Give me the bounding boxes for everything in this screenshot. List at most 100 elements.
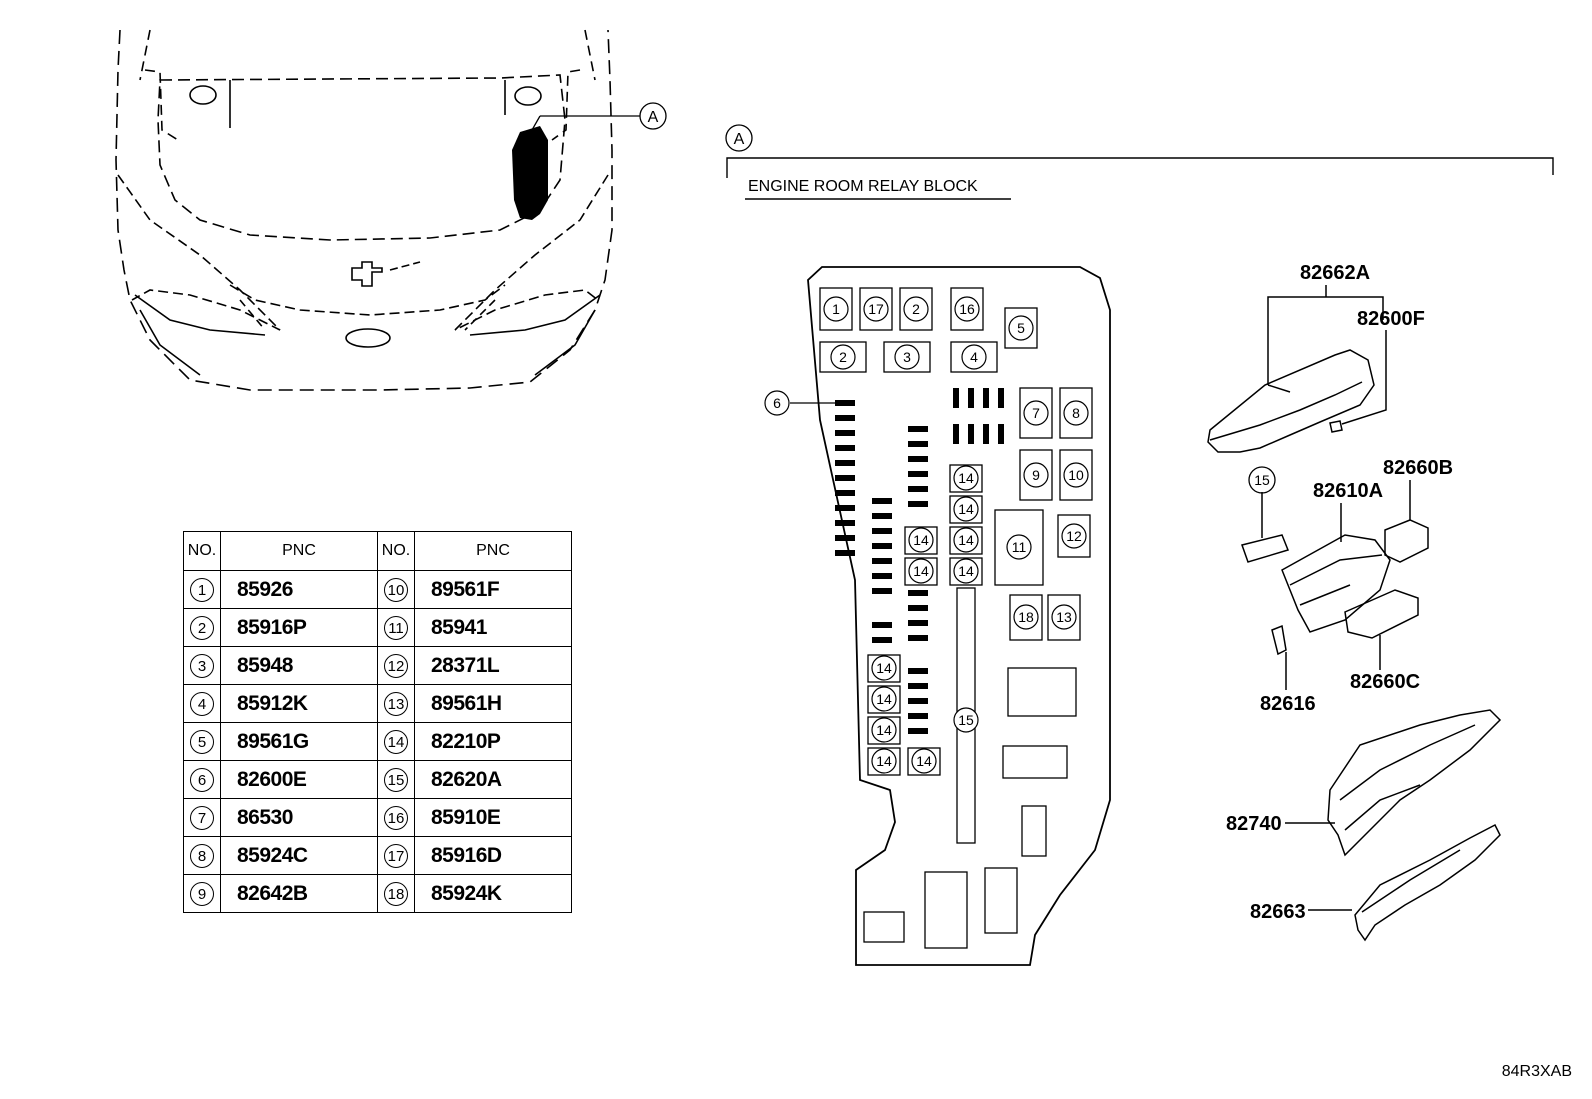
slot-circle (871, 748, 897, 774)
slot-circle (894, 344, 920, 370)
slot-circle (1023, 462, 1049, 488)
slot-label: 16 (959, 301, 975, 317)
row-number-cell: 5 (183, 722, 221, 761)
row-number: 3 (190, 653, 214, 678)
header-no-2: NO. (377, 531, 415, 571)
row-pnc-cell: 85924C (220, 836, 378, 875)
slot-circle (961, 344, 987, 370)
row-number-cell: 4 (183, 684, 221, 723)
slot-circle (1061, 523, 1087, 549)
small-fuse-part (1271, 624, 1287, 656)
block-title: ENGINE ROOM RELAY BLOCK (748, 178, 978, 195)
row-number-cell: 9 (183, 874, 221, 913)
part-82660B-label: 82660B (1383, 457, 1453, 479)
header-no-1: NO. (183, 531, 221, 571)
row-number: 5 (190, 729, 214, 754)
row-pnc-cell: 82210P (414, 722, 572, 761)
slot-circle (871, 655, 897, 681)
slot-circle (953, 558, 979, 584)
part-82616-label: 82616 (1260, 693, 1316, 715)
slot-label: 12 (1066, 528, 1082, 544)
row-pnc-cell: 85948 (220, 646, 378, 685)
row-number: 17 (384, 843, 408, 868)
row-number-cell: 7 (183, 798, 221, 837)
clip-part (1329, 420, 1343, 433)
connector-c-part (1344, 589, 1419, 639)
slot-circle (863, 296, 889, 322)
header-pnc-2: PNC (414, 531, 572, 571)
header-pnc-1: PNC (220, 531, 378, 571)
part-82662A-label: 82662A (1300, 262, 1370, 284)
row-pnc-cell: 82620A (414, 760, 572, 799)
row-number-cell: 3 (183, 646, 221, 685)
callout-a-circle (639, 102, 667, 130)
slot-circle (871, 686, 897, 712)
row-pnc-cell: 85910E (414, 798, 572, 837)
slot-label: 14 (876, 753, 892, 769)
slot-label: 4 (970, 349, 978, 365)
slot-label: 11 (1012, 539, 1027, 555)
slot-label: 14 (913, 532, 929, 548)
slot-label: 14 (958, 563, 974, 579)
part-15-label: 15 (1254, 472, 1270, 488)
slot-label: 1 (832, 301, 840, 317)
strip-part (1241, 534, 1290, 563)
row-number-cell: 18 (377, 874, 415, 913)
row-pnc-cell: 85926 (220, 570, 378, 609)
slot-circle (1023, 400, 1049, 426)
slot-label: 14 (876, 691, 892, 707)
row-number: 16 (384, 805, 408, 830)
row-number-cell: 1 (183, 570, 221, 609)
slot-label: 5 (1017, 320, 1025, 336)
slot-circle (911, 748, 937, 774)
slot-label: 14 (913, 563, 929, 579)
row-number: 1 (190, 577, 214, 602)
slot-label: 10 (1068, 467, 1084, 483)
slot-circle (764, 390, 790, 416)
slot-label: 9 (1032, 467, 1040, 483)
slot-label: 14 (876, 660, 892, 676)
pnc-table-header: NO. PNC NO. PNC (183, 531, 572, 571)
row-number: 13 (384, 691, 408, 716)
slot-circle (1063, 400, 1089, 426)
row-number: 6 (190, 767, 214, 792)
row-pnc-cell: 86530 (220, 798, 378, 837)
car-front-illustration (115, 29, 613, 391)
section-a-circle (725, 124, 753, 152)
row-number: 8 (190, 843, 214, 868)
exploded-parts (1207, 285, 1502, 942)
row-number: 12 (384, 653, 408, 678)
relay-block-part (1281, 534, 1391, 633)
slot-label: 14 (876, 722, 892, 738)
row-number-cell: 16 (377, 798, 415, 837)
row-pnc-cell: 85924K (414, 874, 572, 913)
row-number-cell: 2 (183, 608, 221, 647)
slot-circle (908, 527, 934, 553)
row-pnc-cell: 85941 (414, 608, 572, 647)
callout-a-label: A (648, 109, 659, 126)
row-pnc-cell: 89561F (414, 570, 572, 609)
row-number: 15 (384, 767, 408, 792)
part-82660C-label: 82660C (1350, 671, 1420, 693)
slot-label: 8 (1072, 405, 1080, 421)
part-82663-label: 82663 (1250, 901, 1306, 923)
row-number-cell: 13 (377, 684, 415, 723)
row-pnc-cell: 85912K (220, 684, 378, 723)
slot-label: 14 (958, 501, 974, 517)
slot-circle (953, 527, 979, 553)
lower-case-part (1327, 709, 1502, 857)
slot-circle (830, 344, 856, 370)
row-pnc-cell: 89561H (414, 684, 572, 723)
row-number: 7 (190, 805, 214, 830)
part-82600F-label: 82600F (1357, 308, 1425, 330)
row-number-cell: 8 (183, 836, 221, 875)
